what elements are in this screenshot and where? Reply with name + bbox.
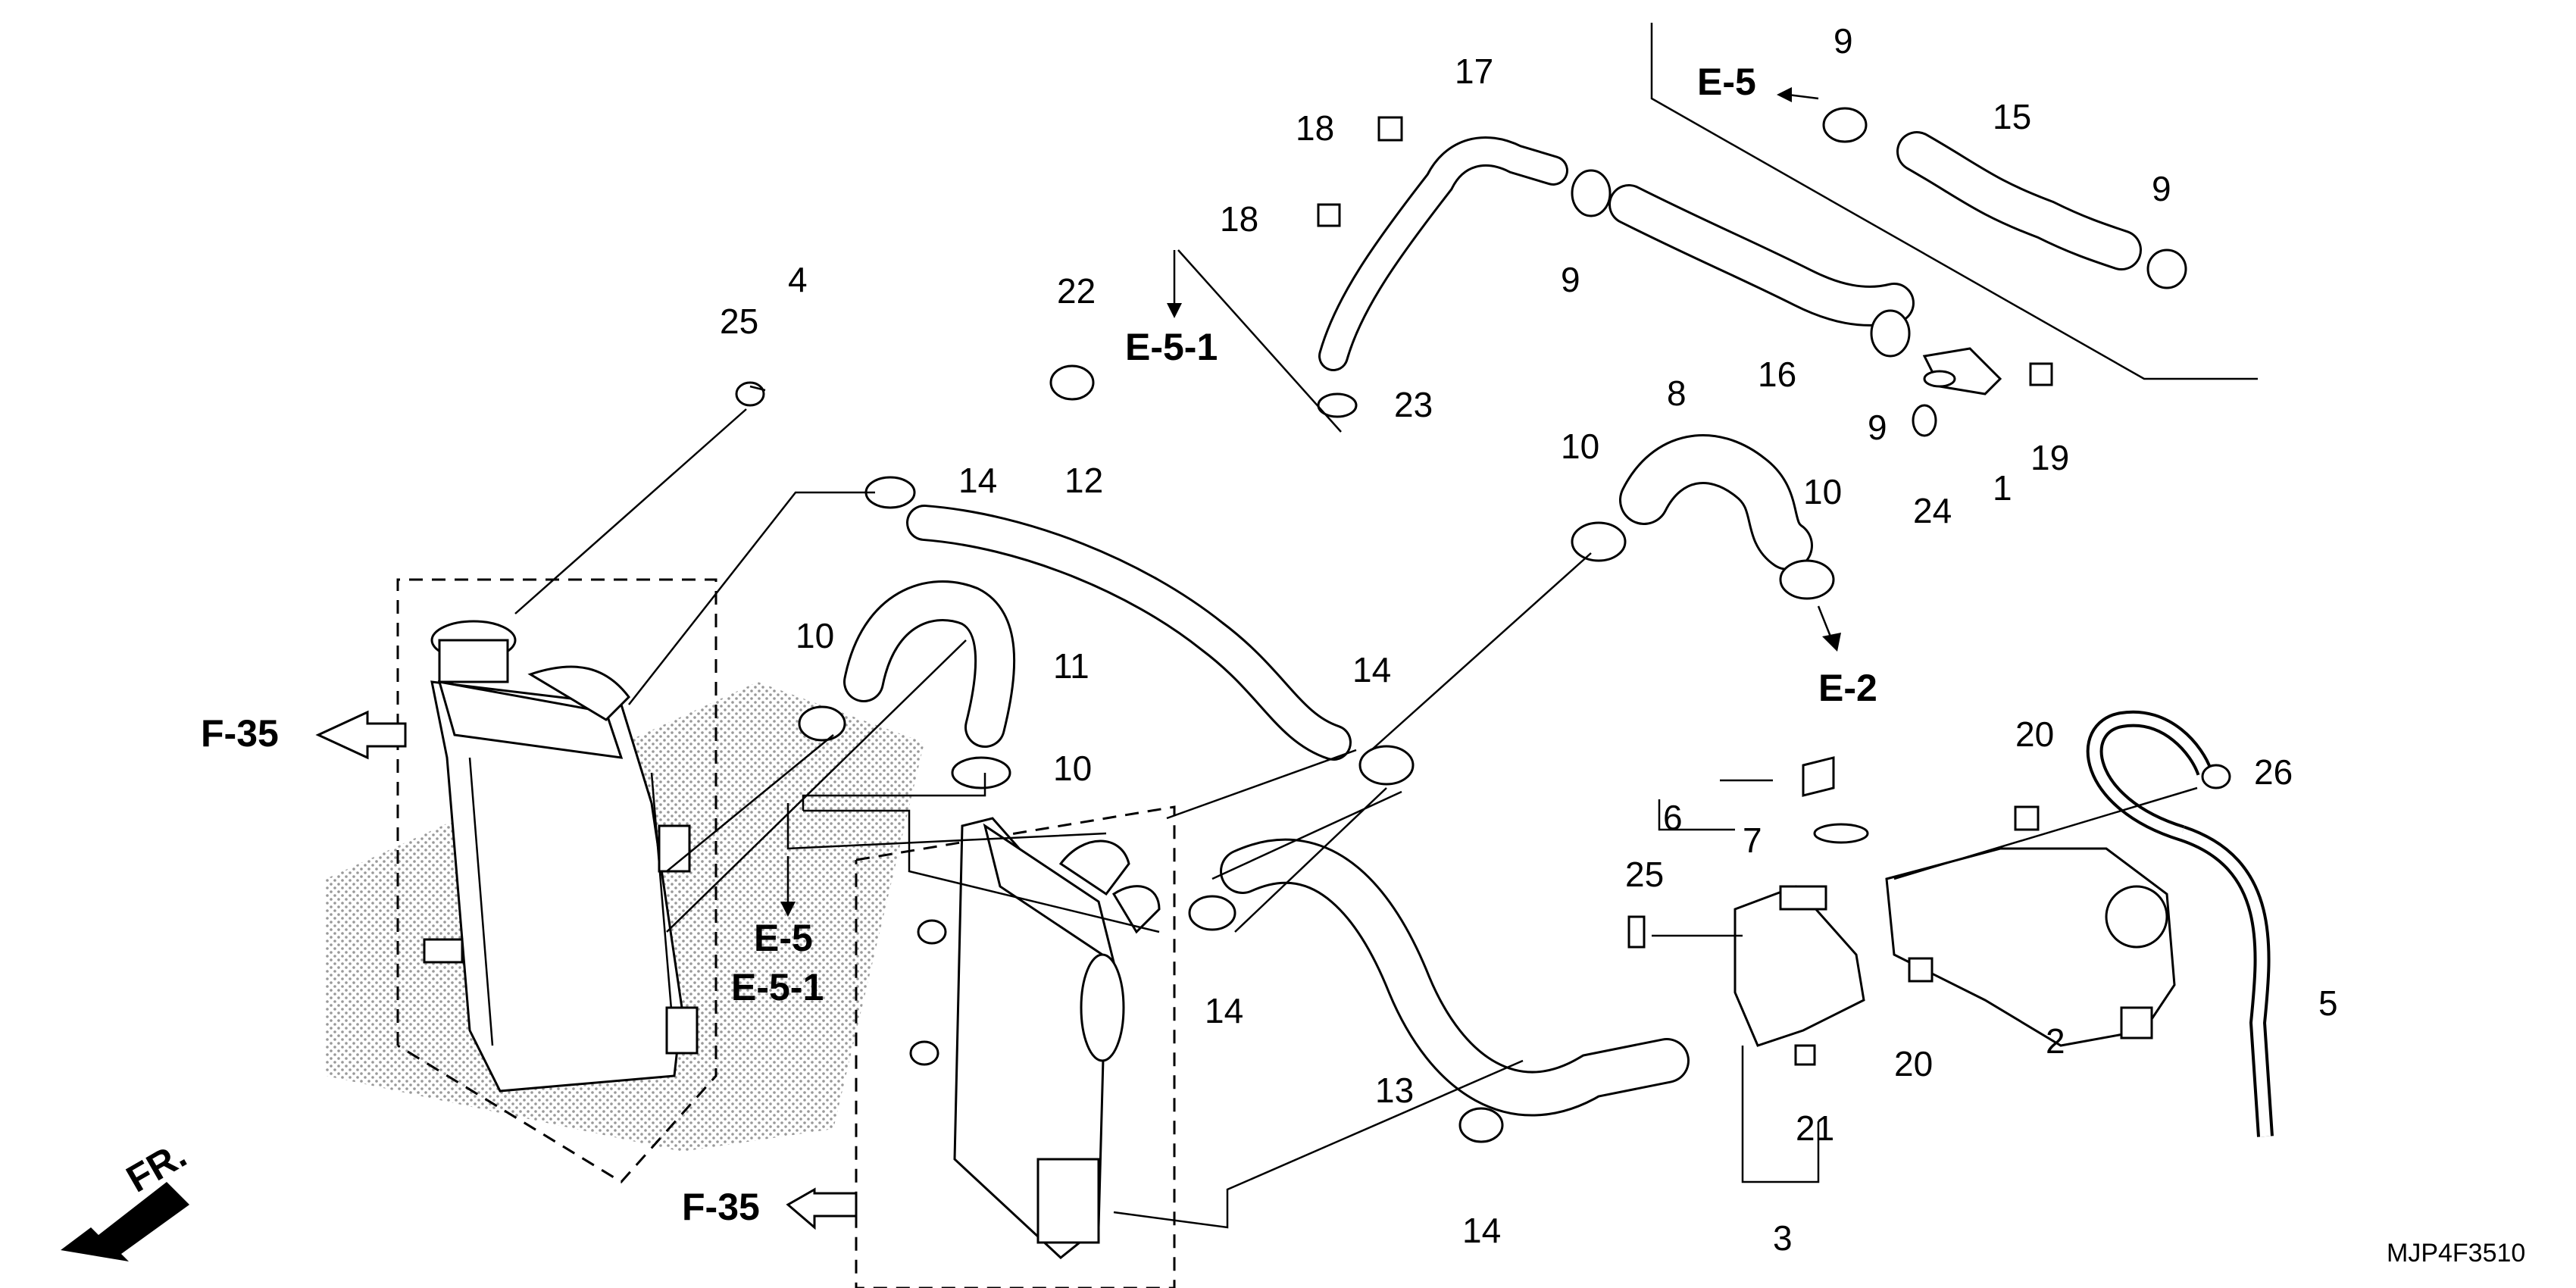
label-part-7: 7 xyxy=(1743,821,1762,860)
label-part-9c: 9 xyxy=(1561,260,1580,299)
label-part-22: 22 xyxy=(1057,271,1096,311)
label-part-6: 6 xyxy=(1663,798,1683,837)
reference-codes: E-5 E-5-1 E-2 F-35 E-5 E-5-1 F-35 xyxy=(201,61,1877,1228)
hose-5 xyxy=(2086,710,2274,1137)
label-part-13: 13 xyxy=(1375,1071,1414,1110)
ref-e51-top: E-5-1 xyxy=(1125,326,1218,368)
hose-13 xyxy=(1220,838,1690,1117)
label-part-10d: 10 xyxy=(1053,749,1092,788)
label-part-14a: 14 xyxy=(958,461,997,500)
reference-arrows xyxy=(780,87,1841,917)
label-part-19: 19 xyxy=(2030,438,2069,477)
ref-e5-bottom: E-5 xyxy=(754,917,813,959)
label-part-18b: 18 xyxy=(1220,199,1258,239)
label-part-16: 16 xyxy=(1758,355,1796,394)
right-radiator xyxy=(909,817,1161,1259)
ref-f35-top: F-35 xyxy=(201,712,279,755)
label-part-17: 17 xyxy=(1455,52,1493,91)
hose-16 xyxy=(1608,184,1915,327)
label-part-10a: 10 xyxy=(1561,427,1599,466)
label-part-4: 4 xyxy=(788,260,808,299)
label-part-12: 12 xyxy=(1064,461,1103,500)
label-part-14b: 14 xyxy=(1352,650,1391,689)
part-7-seal xyxy=(1813,823,1869,844)
label-part-2: 2 xyxy=(2046,1021,2065,1061)
reserve-tank xyxy=(1885,847,2176,1047)
ref-e5-top: E-5 xyxy=(1697,61,1756,103)
label-part-9a: 9 xyxy=(1834,21,1853,61)
label-part-14d: 14 xyxy=(1462,1211,1501,1250)
label-part-1: 1 xyxy=(1993,468,2012,508)
label-part-10b: 10 xyxy=(1803,472,1842,511)
hose-17 xyxy=(1318,136,1568,371)
label-part-20a: 20 xyxy=(2015,714,2054,754)
front-label: FR. xyxy=(120,1133,194,1201)
left-radiator xyxy=(423,620,699,1093)
label-part-5: 5 xyxy=(2318,983,2338,1023)
label-part-9d: 9 xyxy=(1868,408,1887,447)
label-part-18a: 18 xyxy=(1296,108,1334,148)
label-part-24: 24 xyxy=(1913,491,1952,530)
thermostat-cover xyxy=(1922,347,2002,395)
label-part-10c: 10 xyxy=(796,616,834,655)
label-part-14c: 14 xyxy=(1205,991,1243,1030)
label-part-25a: 25 xyxy=(720,302,758,341)
hose-12 xyxy=(906,505,1352,761)
hose-15 xyxy=(1896,131,2142,270)
label-part-11: 11 xyxy=(1053,646,1089,686)
ref-f35-bottom: F-35 xyxy=(682,1186,760,1228)
front-direction-arrow xyxy=(61,1182,189,1261)
leader-lines xyxy=(514,23,2258,1229)
hose-8 xyxy=(1619,434,1813,571)
f35-arrow-bottom xyxy=(786,1187,858,1230)
label-part-9b: 9 xyxy=(2152,169,2171,208)
f35-arrow-top xyxy=(315,710,407,760)
label-part-26: 26 xyxy=(2254,752,2293,792)
label-part-8: 8 xyxy=(1667,374,1687,413)
label-part-20b: 20 xyxy=(1894,1044,1933,1083)
diagram-code: MJP4F3510 xyxy=(2387,1239,2525,1268)
label-part-23: 23 xyxy=(1394,385,1433,424)
hose-11 xyxy=(843,580,1016,748)
part-6-clip xyxy=(1802,756,1835,797)
tank-bracket xyxy=(1733,885,1865,1047)
radiator-boundary-boxes xyxy=(396,578,1176,1288)
label-part-15: 15 xyxy=(1993,97,2031,136)
label-part-21: 21 xyxy=(1796,1108,1834,1148)
ref-e51-bottom: E-5-1 xyxy=(731,966,824,1008)
ref-e2: E-2 xyxy=(1818,667,1877,709)
part-number-labels: 1 2 3 4 5 6 7 8 9 9 9 9 10 10 10 10 11 1… xyxy=(720,21,2338,1258)
label-part-3: 3 xyxy=(1773,1218,1793,1258)
label-part-25b: 25 xyxy=(1625,855,1664,894)
